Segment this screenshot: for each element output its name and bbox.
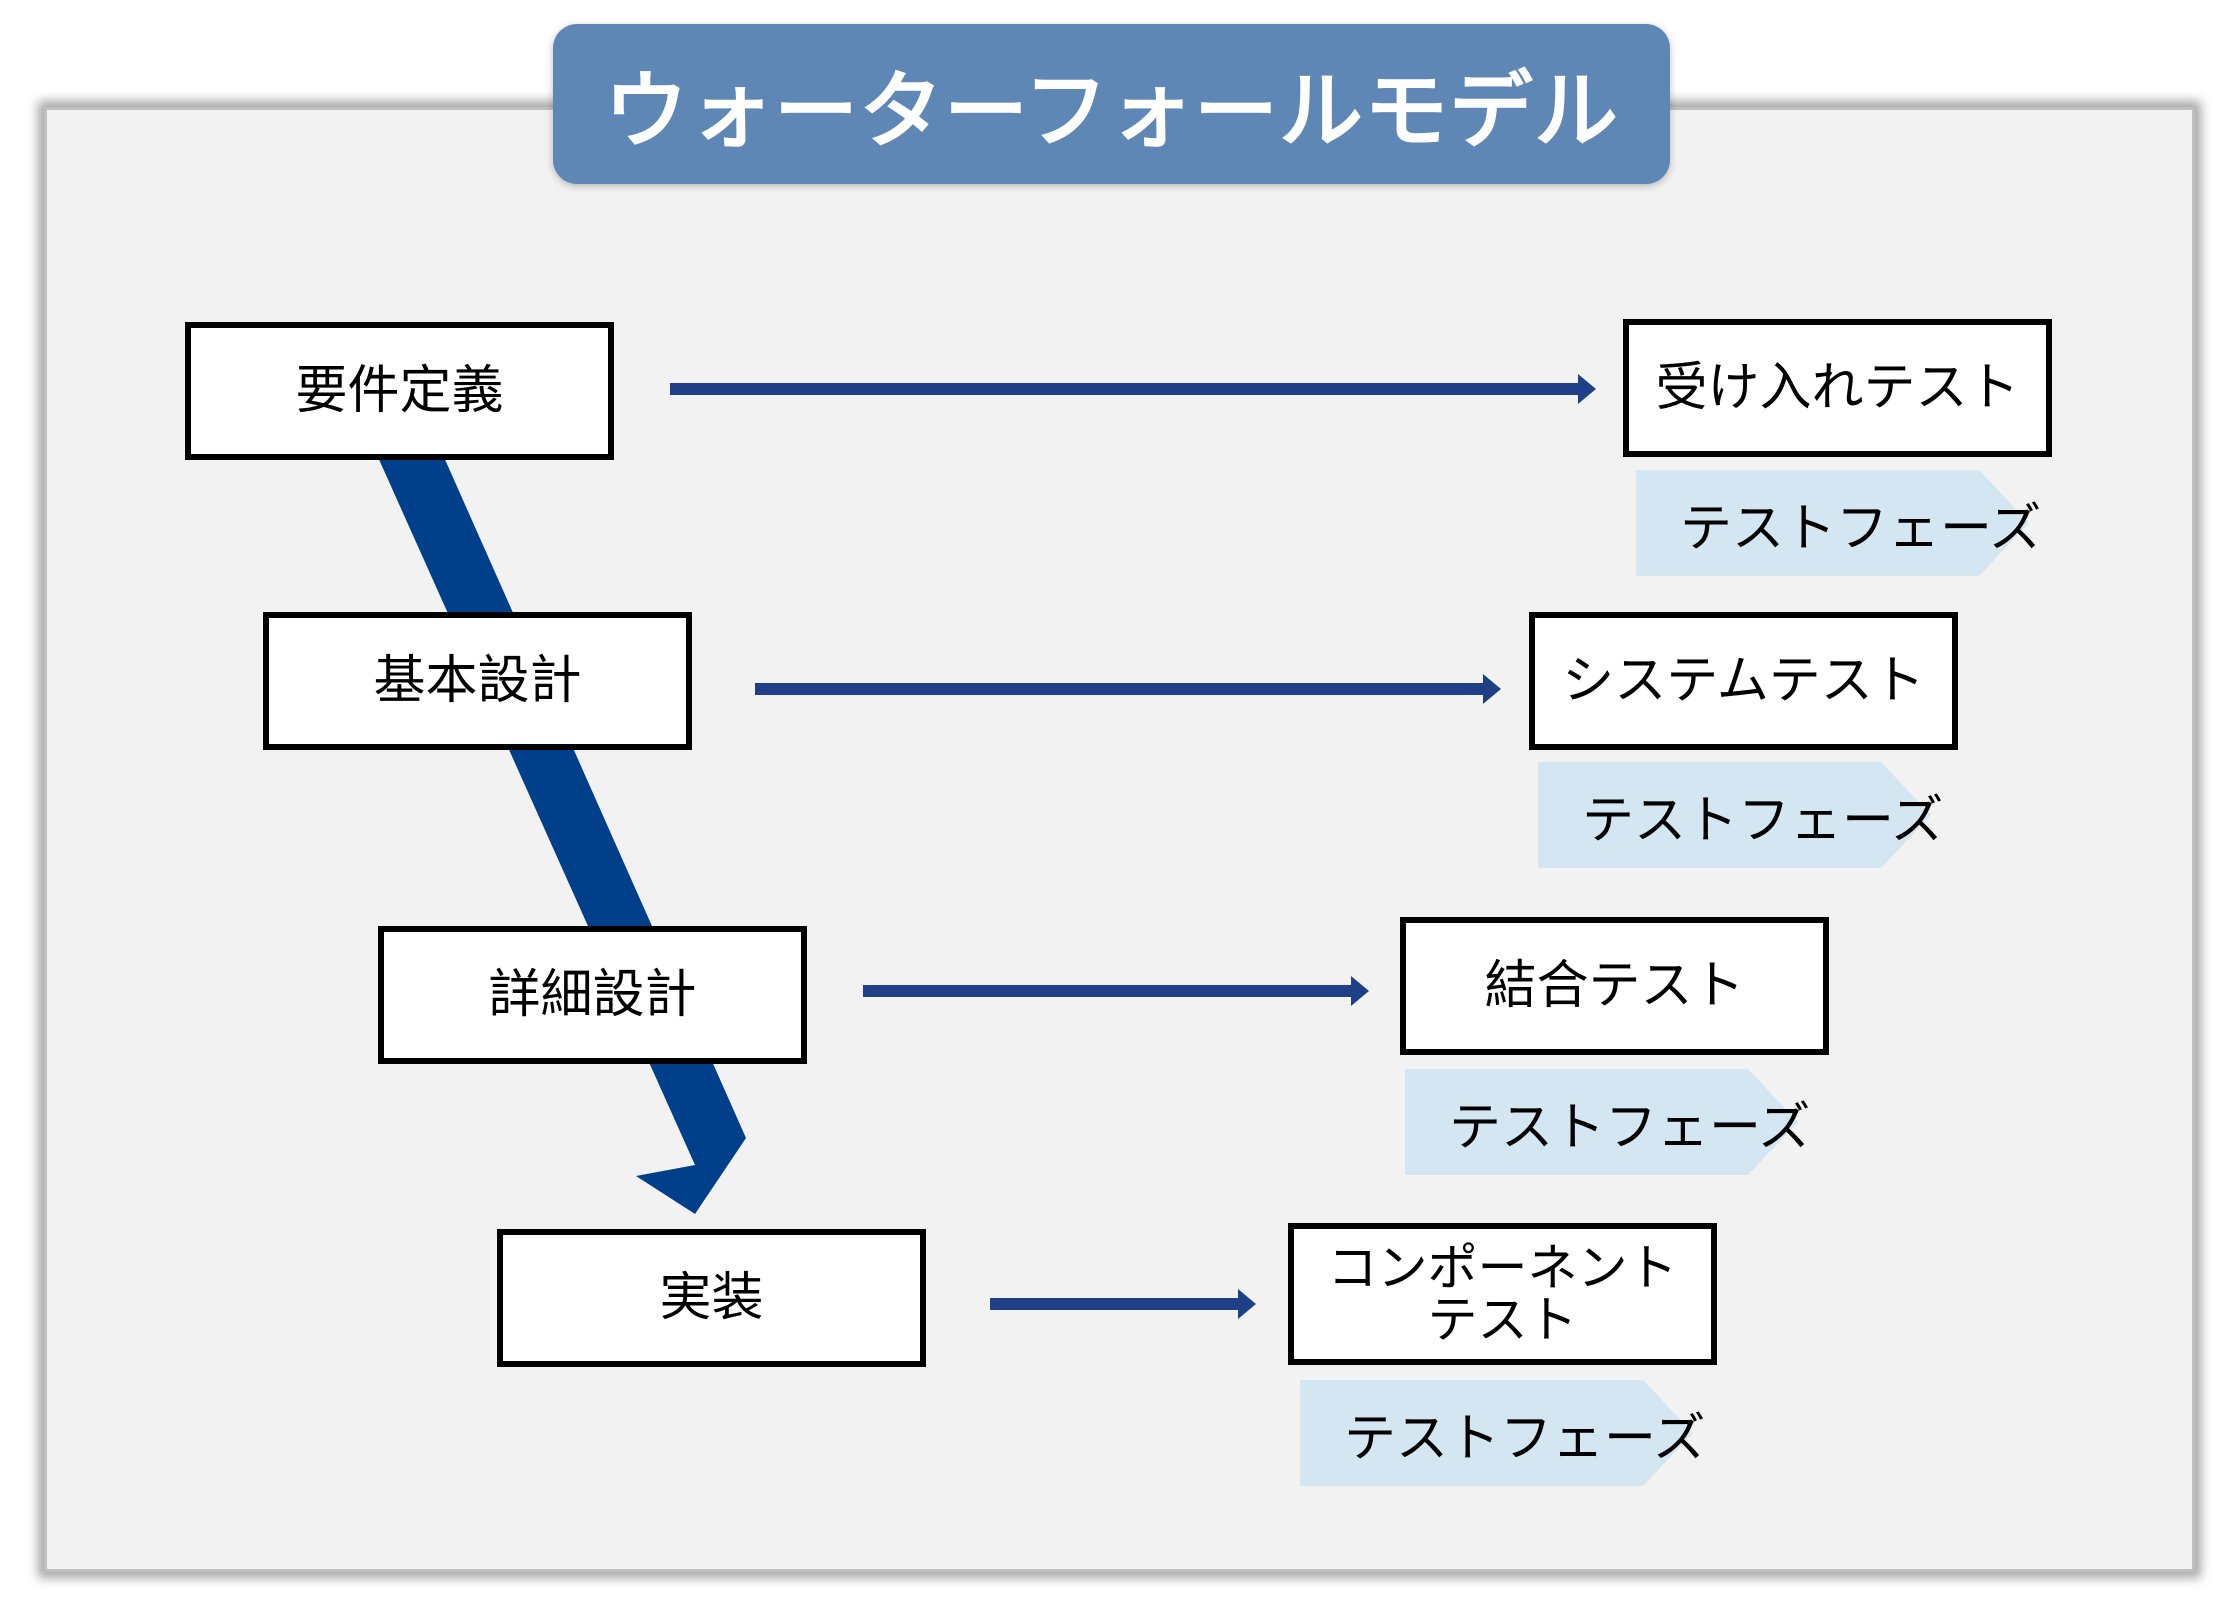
phase-label: 基本設計 <box>373 650 582 711</box>
tag-label: テストフェーズ <box>1680 498 2042 559</box>
phase-box-basic-design: 基本設計 <box>263 612 692 750</box>
tag-label: テストフェーズ <box>1344 1408 1706 1469</box>
test-box-system: システムテスト <box>1529 612 1958 750</box>
waterfall-flow-arrow <box>377 455 746 1214</box>
phase-box-detailed-design: 詳細設計 <box>378 926 807 1064</box>
connector-arrow-integration <box>863 976 1369 1006</box>
connector-arrow-component <box>990 1289 1256 1319</box>
title-badge: ウォーターフォールモデル <box>553 24 1670 184</box>
phase-label: 実装 <box>659 1267 764 1328</box>
test-label: 結合テスト <box>1484 955 1745 1016</box>
tag-shape <box>1636 470 2029 576</box>
phase-label: 要件定義 <box>295 360 504 421</box>
test-box-component: コンポーネント テスト <box>1288 1223 1717 1365</box>
phase-box-requirements: 要件定義 <box>185 322 614 460</box>
test-phase-tag: テストフェーズ <box>1636 470 2041 576</box>
test-phase-tag: テストフェーズ <box>1405 1069 1810 1175</box>
tag-shape <box>1405 1069 1798 1175</box>
test-phase-tag: テストフェーズ <box>1300 1380 1705 1486</box>
phase-label: 詳細設計 <box>488 964 697 1025</box>
tag-label: テストフェーズ <box>1582 790 1944 851</box>
test-label: システムテスト <box>1562 650 1925 711</box>
tag-shape <box>1300 1380 1693 1486</box>
test-phase-tag: テストフェーズ <box>1538 762 1943 868</box>
test-label: 受け入れテスト <box>1655 357 2020 418</box>
test-box-acceptance: 受け入れテスト <box>1623 319 2052 457</box>
diagram-title: ウォーターフォールモデル <box>604 61 1619 160</box>
phase-box-implementation: 実装 <box>497 1229 926 1367</box>
tag-label: テストフェーズ <box>1449 1097 1811 1158</box>
connector-arrow-system <box>755 674 1501 704</box>
test-label: コンポーネント テスト <box>1327 1238 1678 1349</box>
tag-shape <box>1538 762 1931 868</box>
connector-arrow-acceptance <box>670 374 1596 404</box>
test-box-integration: 結合テスト <box>1400 917 1829 1055</box>
